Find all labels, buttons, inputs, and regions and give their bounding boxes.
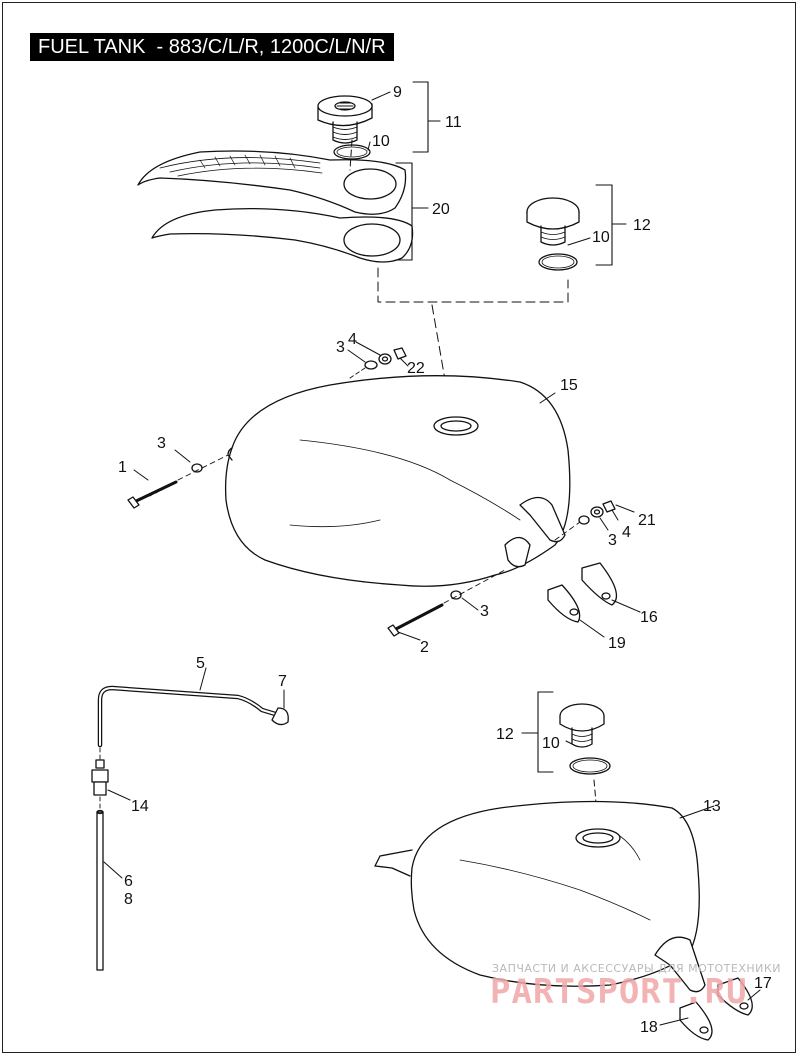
callout-1: 1 xyxy=(118,459,127,476)
callout-19: 19 xyxy=(608,635,626,652)
callout-12-lower: 12 xyxy=(496,726,514,743)
callout-18: 18 xyxy=(640,1019,658,1036)
callout-20: 20 xyxy=(432,201,450,218)
callout-22: 22 xyxy=(407,360,425,377)
fuel-cap-9 xyxy=(317,95,373,144)
fitting-14 xyxy=(91,759,109,809)
watermark-caption: ЗАПЧАСТИ И АКСЕССУАРЫ ДЛЯ МОТОТЕХНИКИ xyxy=(492,962,781,975)
callout-4-right: 4 xyxy=(622,524,631,541)
callout-10-upper: 10 xyxy=(592,229,610,246)
callout-4-top: 4 xyxy=(348,331,357,348)
callout-3-left: 3 xyxy=(157,435,166,452)
callout-13: 13 xyxy=(703,798,721,815)
page-title: FUEL TANK - 883/C/L/R, 1200C/L/N/R xyxy=(30,33,394,61)
callout-3-right: 3 xyxy=(608,532,617,549)
callout-11: 11 xyxy=(445,114,462,131)
callout-9: 9 xyxy=(393,84,402,101)
callout-16: 16 xyxy=(640,609,658,626)
fuel-cap-12-upper xyxy=(526,197,580,271)
callout-10-lower: 10 xyxy=(542,735,560,752)
washer-nut-set-right xyxy=(554,500,616,541)
callout-6: 6 xyxy=(124,873,133,890)
callout-3-bottom: 3 xyxy=(480,603,489,620)
tank-console-20 xyxy=(137,150,414,263)
callout-5: 5 xyxy=(196,655,205,672)
callout-3-top: 3 xyxy=(336,339,345,356)
callout-14: 14 xyxy=(131,798,149,815)
bracket-19 xyxy=(547,584,581,623)
callout-10-top: 10 xyxy=(372,133,390,150)
callout-21: 21 xyxy=(638,512,656,529)
watermark-logo: PARTSPORT.RU xyxy=(490,972,748,1012)
callout-2: 2 xyxy=(420,639,429,656)
washer-nut-set-top xyxy=(349,347,407,379)
callout-15: 15 xyxy=(560,377,578,394)
fuel-hose-6-8 xyxy=(96,811,104,971)
bolt-2 xyxy=(387,569,506,637)
callout-12-upper: 12 xyxy=(633,217,651,234)
fuel-tank-13 xyxy=(374,800,706,993)
bolt-1 xyxy=(127,454,229,509)
callout-8: 8 xyxy=(124,891,133,908)
callout-7: 7 xyxy=(278,673,287,690)
fuel-line-5 xyxy=(97,685,289,769)
bracket-18 xyxy=(679,1001,713,1041)
callout-17: 17 xyxy=(754,975,772,992)
fuel-tank-15 xyxy=(224,375,571,587)
bracket-17 xyxy=(717,977,753,1016)
bracket-16 xyxy=(581,562,618,606)
